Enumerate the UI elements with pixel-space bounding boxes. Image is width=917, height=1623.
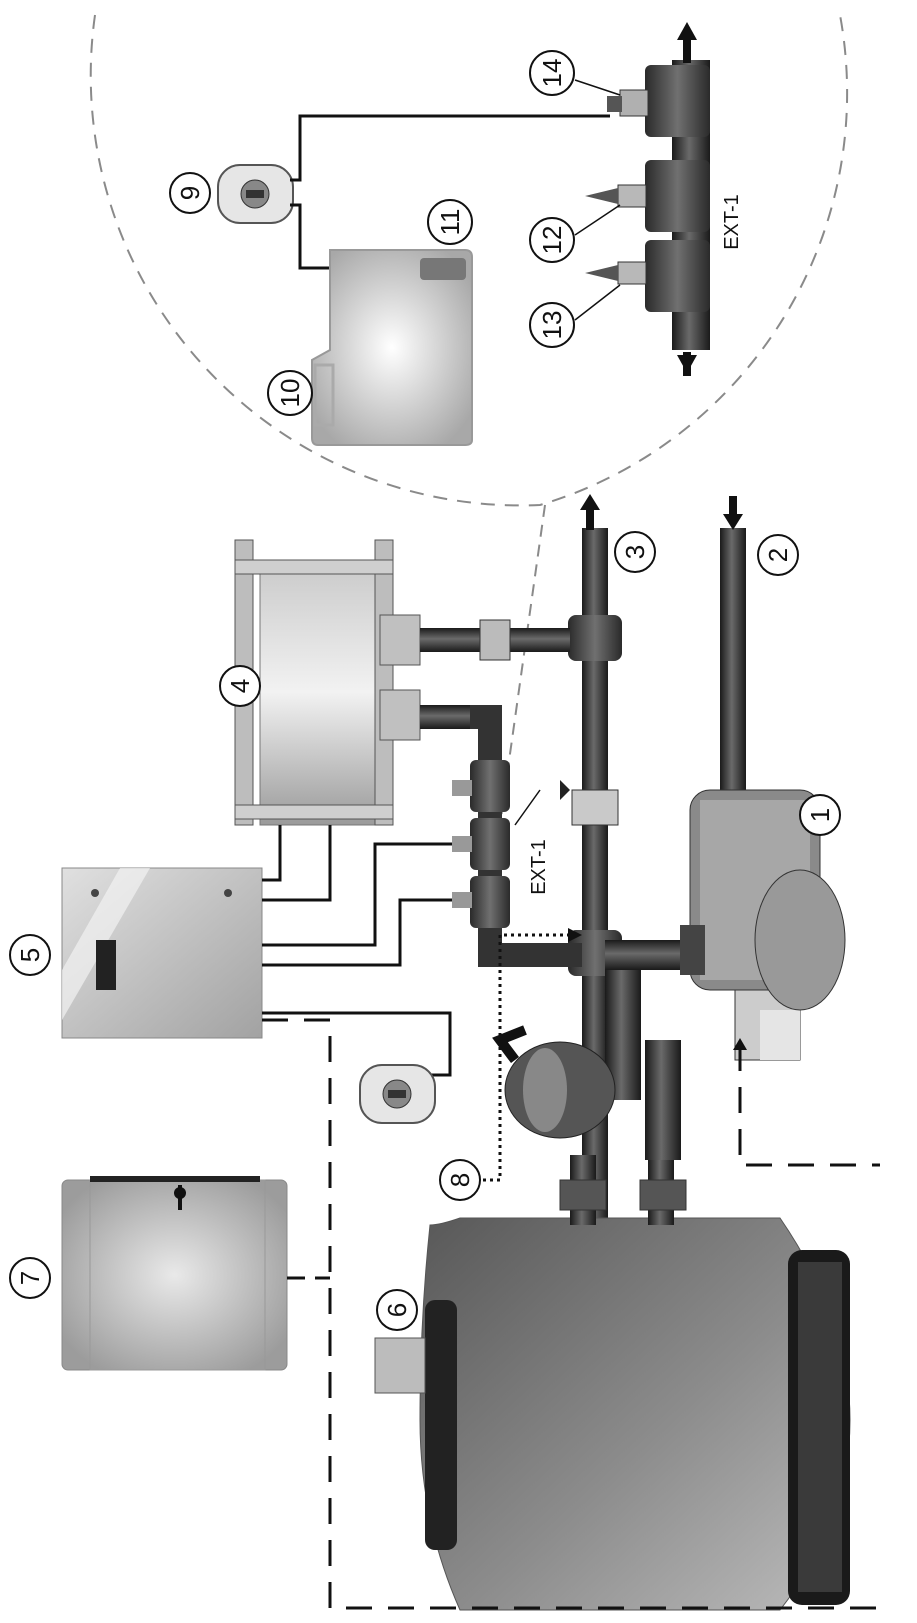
leader-ext-main xyxy=(514,789,541,826)
callout-4: 4 xyxy=(219,665,261,707)
auxiliary-cabinet xyxy=(61,1176,288,1371)
ext-label-main: EXT-1 xyxy=(528,839,550,895)
callout-13: 13 xyxy=(529,302,575,348)
svg-text:9: 9 xyxy=(175,186,205,200)
callout-8: 8 xyxy=(439,1159,481,1201)
callout-7: 7 xyxy=(9,1257,51,1299)
leader-13 xyxy=(574,284,621,321)
svg-text:7: 7 xyxy=(15,1271,45,1285)
svg-text:6: 6 xyxy=(382,1303,412,1317)
multiport-valve xyxy=(492,1025,616,1139)
callout-6: 6 xyxy=(376,1289,418,1331)
flow-arrow-out-icon xyxy=(677,22,697,63)
callout-10: 10 xyxy=(267,370,313,416)
dotted-flow-arrow xyxy=(483,933,570,1182)
detail-probe-manifold xyxy=(585,60,710,350)
svg-text:10: 10 xyxy=(275,379,305,408)
probe-manifold xyxy=(452,760,510,928)
callout-3: 3 xyxy=(614,531,656,573)
callout-11: 11 xyxy=(427,199,473,245)
controller-cable-2 xyxy=(262,825,332,902)
ext-label-detail: EXT-1 xyxy=(721,194,743,250)
callout-14: 14 xyxy=(529,50,575,96)
dotted-flow-arrowhead-icon xyxy=(568,928,582,942)
controller-cable-4 xyxy=(262,898,452,967)
svg-text:12: 12 xyxy=(537,226,567,255)
dashed-control-cable-pump xyxy=(738,1045,880,1167)
svg-text:8: 8 xyxy=(445,1173,475,1187)
sand-filter xyxy=(374,1217,851,1611)
dosing-cable-to-probe xyxy=(290,114,610,182)
callout-9: 9 xyxy=(169,172,211,214)
callout-5: 5 xyxy=(9,934,51,976)
svg-text:4: 4 xyxy=(225,679,255,693)
controller-cable-1 xyxy=(262,825,282,882)
inlet-pipe xyxy=(720,528,746,798)
svg-text:13: 13 xyxy=(537,311,567,340)
arrow-in-2-icon xyxy=(723,496,743,530)
svg-text:11: 11 xyxy=(435,209,465,236)
svg-text:2: 2 xyxy=(763,548,793,562)
heat-exchanger xyxy=(234,539,570,826)
svg-text:3: 3 xyxy=(620,545,650,559)
arrow-out-3-icon xyxy=(580,494,600,530)
svg-text:1: 1 xyxy=(805,808,835,822)
chemical-tank xyxy=(311,249,473,446)
flow-arrow-in-icon xyxy=(677,352,697,376)
callout-2: 2 xyxy=(757,534,799,576)
controller-cable-3 xyxy=(262,842,452,947)
callout-12: 12 xyxy=(529,217,575,263)
svg-text:5: 5 xyxy=(15,948,45,962)
leader-12 xyxy=(574,204,621,236)
detail-dashed-circle xyxy=(89,14,849,507)
dosing-pump-detail xyxy=(217,164,294,224)
dosing-pump xyxy=(359,1064,436,1124)
dashed-control-cable-main xyxy=(262,1018,880,1610)
svg-text:14: 14 xyxy=(537,59,567,88)
pump-cable-arrowhead-icon xyxy=(733,1038,747,1050)
callout-1: 1 xyxy=(799,794,841,836)
leader-14 xyxy=(574,79,621,96)
controller-box xyxy=(61,867,263,1039)
